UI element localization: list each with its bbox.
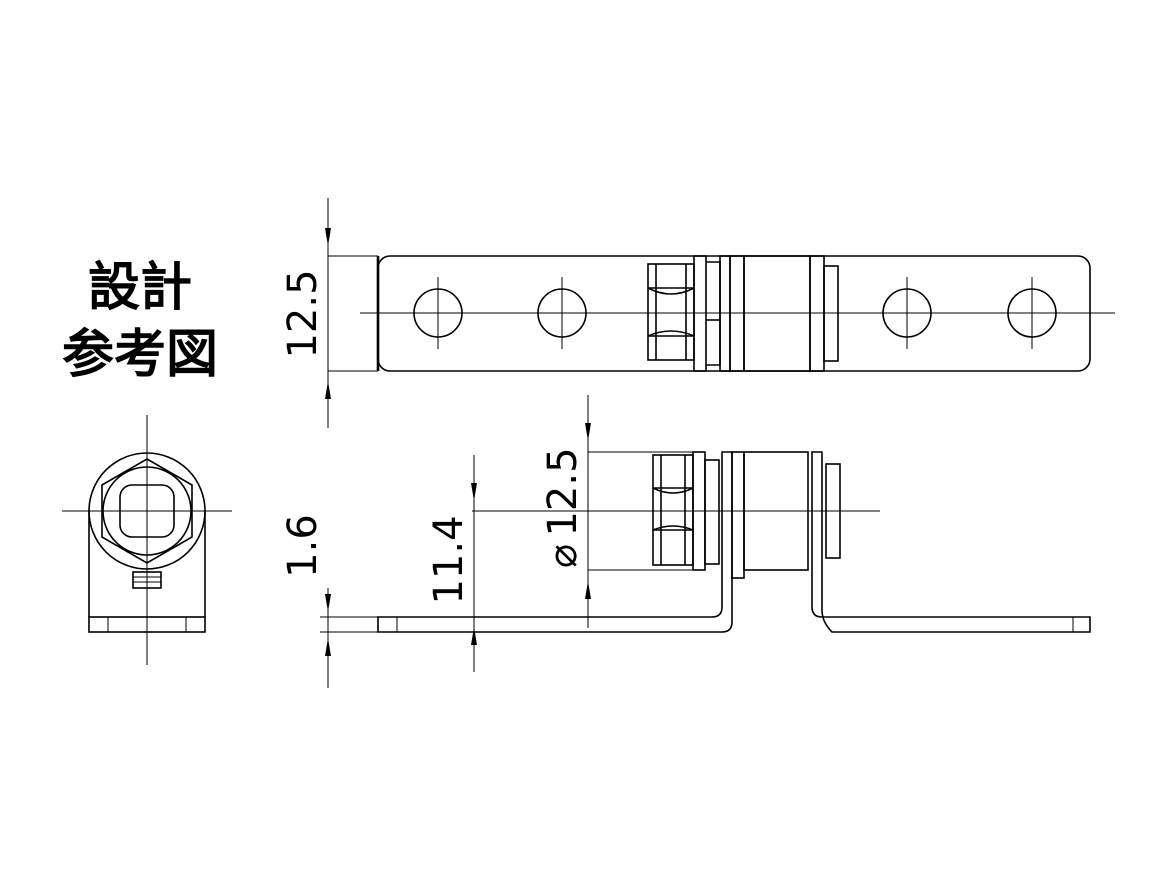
title-block: 設計 参考図 [62,258,218,385]
diameter-symbol: ⌀ [540,544,586,568]
side-tab [132,571,162,589]
diameter-dim-text: 12.5 [540,447,586,536]
top-view: 12.5 [280,198,1115,428]
nut-front [652,454,694,566]
front-view: 12.5 ⌀ 11.4 1.6 [280,395,1091,688]
top-height-dim-text: 12.5 [280,269,326,358]
thickness-dim-text: 1.6 [280,514,326,578]
axis-height-dim-text: 11.4 [426,515,472,604]
title-line-1: 設計 [88,258,192,318]
right-leaf [811,451,1091,633]
side-view [62,415,232,665]
title-line-2: 参考図 [62,325,218,385]
nut-top [647,263,695,361]
side-base [88,616,206,633]
